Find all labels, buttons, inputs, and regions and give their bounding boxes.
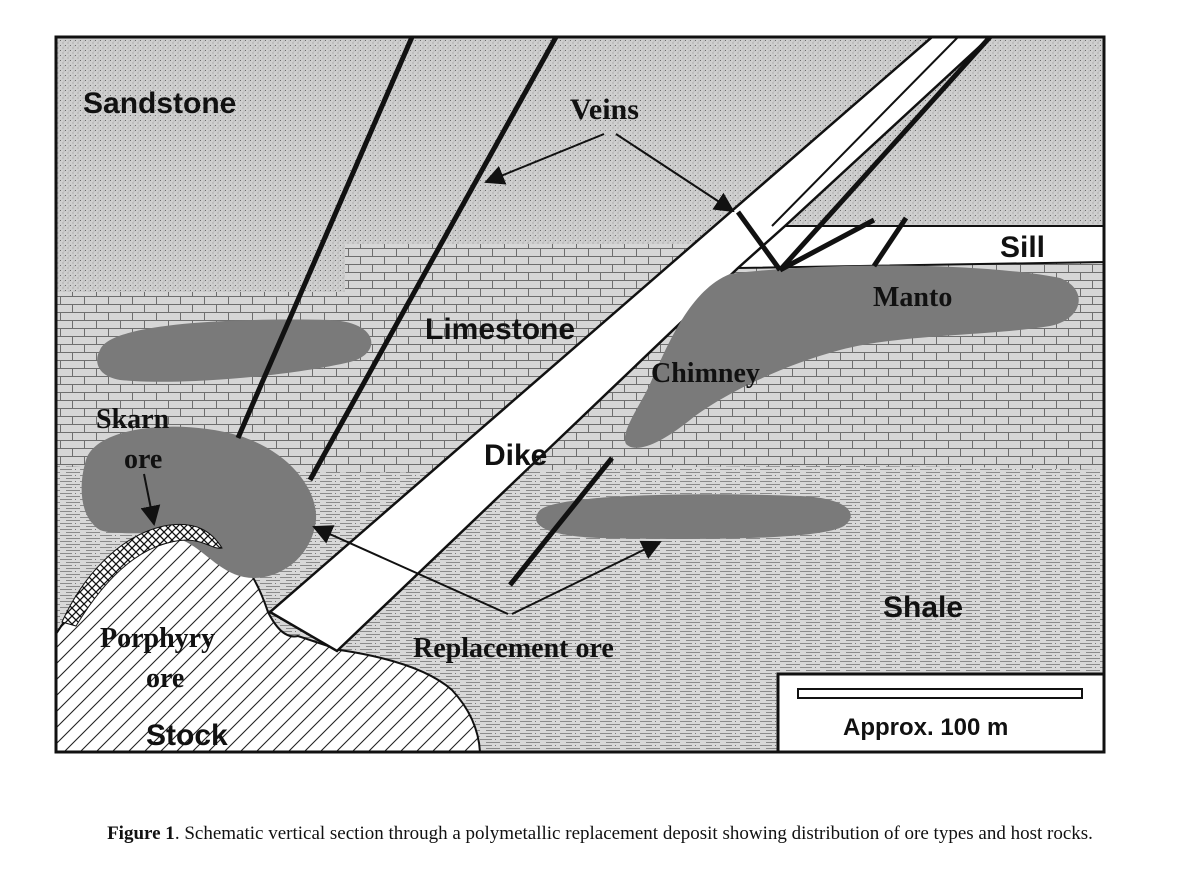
label-skarn-line2: ore bbox=[124, 444, 162, 475]
figure-caption: Figure 1. Schematic vertical section thr… bbox=[0, 823, 1200, 845]
lower-replacement-ore bbox=[536, 494, 851, 539]
vein-lower bbox=[508, 456, 614, 587]
replacement-arrow-right bbox=[511, 540, 662, 615]
upper-replacement-ore bbox=[97, 319, 372, 382]
diagram-frame bbox=[54, 35, 1106, 754]
porphyry-arrow bbox=[140, 473, 161, 526]
label-manto: Manto bbox=[873, 282, 952, 313]
label-limestone: Limestone bbox=[425, 313, 575, 346]
scale-box bbox=[776, 672, 1106, 754]
vein-center bbox=[307, 37, 559, 482]
label-dike: Dike bbox=[484, 439, 547, 472]
caption-figure-number: Figure 1 bbox=[107, 823, 175, 844]
replacement-arrow-left bbox=[312, 525, 509, 615]
label-porphyry-line1: Porphyry bbox=[100, 623, 215, 654]
dike bbox=[267, 37, 992, 653]
dike-inner-edge bbox=[771, 37, 959, 227]
label-scale: Approx. 100 m bbox=[843, 714, 1008, 741]
vein-right bbox=[778, 37, 992, 272]
label-stock: Stock bbox=[146, 719, 228, 752]
veins-arrow-right bbox=[615, 133, 735, 213]
chimney-manto-ore-body bbox=[624, 265, 1079, 448]
label-sill: Sill bbox=[1000, 231, 1045, 264]
scale-bar bbox=[797, 688, 1083, 699]
vein-dike-crossing bbox=[735, 210, 783, 272]
vein-sill-branch bbox=[778, 217, 876, 273]
label-shale: Shale bbox=[883, 591, 963, 624]
skarn-ore-body bbox=[81, 426, 317, 578]
vein-left bbox=[235, 37, 415, 439]
label-replacement-ore: Replacement ore bbox=[413, 633, 614, 664]
caption-text: . Schematic vertical section through a p… bbox=[174, 823, 1093, 844]
vein-sill-short bbox=[871, 216, 909, 268]
label-skarn-line1: Skarn bbox=[96, 404, 170, 435]
label-sandstone: Sandstone bbox=[83, 87, 236, 120]
label-chimney: Chimney bbox=[651, 358, 760, 389]
veins-arrow-left bbox=[484, 133, 605, 185]
label-porphyry-line2: ore bbox=[146, 663, 184, 694]
porphyry-ore-zone bbox=[61, 524, 223, 627]
label-veins: Veins bbox=[570, 93, 639, 126]
